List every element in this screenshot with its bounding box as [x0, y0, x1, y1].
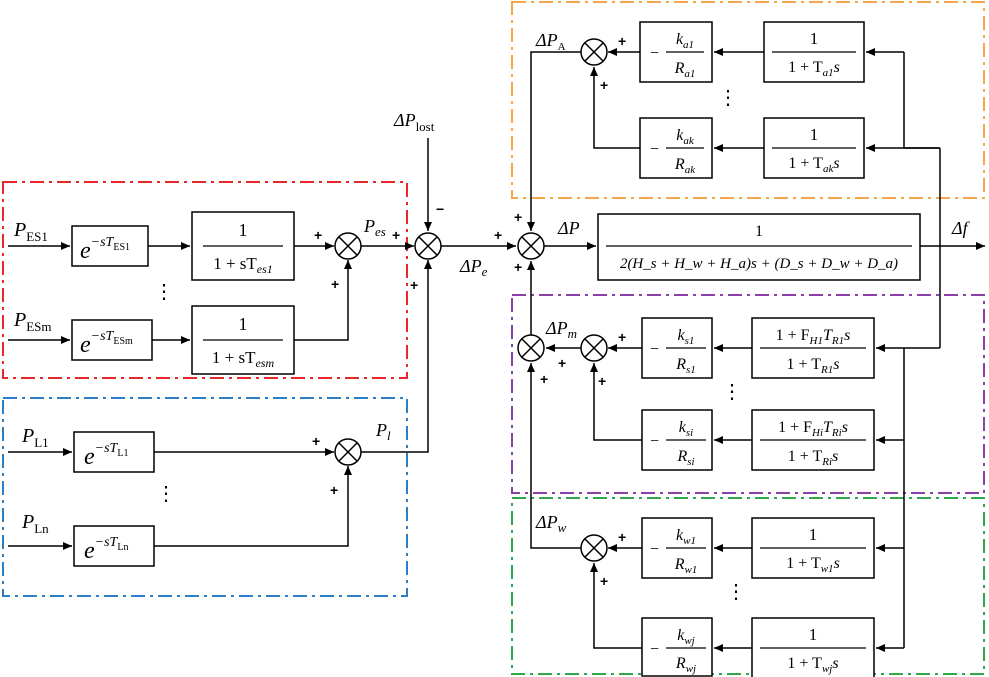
sign-area-right: + — [618, 33, 626, 49]
delay-ln-text: e−sTLn — [84, 535, 128, 564]
delay-block-ln — [73, 525, 155, 567]
delay-es1-text: e−sTES1 — [80, 235, 130, 264]
wire-area-bus — [903, 52, 940, 149]
tf-es1-num: 1 — [239, 220, 248, 240]
sign-gen-right: + — [558, 355, 566, 371]
area-tf1-den: 1 + Ta1s — [788, 59, 840, 79]
sign-main-left: + — [392, 227, 400, 243]
sign-es-top: + — [314, 227, 322, 243]
sign-total-left: + — [494, 227, 502, 243]
hydro-gaini-num: ksi — [679, 419, 693, 439]
delay-block-esm — [71, 319, 153, 361]
wire-tf-esm-out — [294, 260, 352, 341]
wind-gain1-neg: − — [650, 541, 659, 558]
load-group-frame — [2, 397, 408, 597]
area-gain1-neg: − — [650, 45, 659, 62]
sign-gen-bottom: + — [540, 371, 548, 387]
delay-l1-text: e−sTL1 — [84, 441, 128, 470]
area-tf1-num: 1 — [810, 29, 819, 48]
hydro-tf1-num: 1 + FH1TR1s — [776, 327, 851, 347]
plant-num: 1 — [755, 223, 763, 240]
tf-esm-den: 1 + sTesm — [212, 348, 275, 370]
area-tfk-den: 1 + Taks — [788, 155, 839, 175]
plant-block — [597, 213, 921, 281]
area-gaink-num: kak — [676, 127, 695, 147]
hydro-group-frame — [511, 294, 985, 494]
delay-block-es1 — [71, 225, 149, 267]
es-ellipsis: ⋮ — [154, 281, 174, 303]
wind-gainj-num: kwj — [677, 627, 695, 647]
wind-gainj-block — [641, 617, 713, 677]
wind-gain1-den: Rw1 — [674, 556, 698, 576]
sign-load-bottom: + — [330, 482, 338, 498]
signal-dp-lost-label: ΔPlost — [393, 110, 435, 134]
sign-wind-bottom: + — [600, 573, 608, 589]
sign-hydro-bottom: + — [598, 373, 606, 389]
delay-block-l1 — [73, 431, 155, 473]
hydro-gain1-num: ks1 — [678, 327, 695, 347]
sign-total-bottom: + — [514, 259, 522, 275]
sign-es-bottom: + — [331, 276, 339, 292]
signal-p-l-label: Pl — [375, 420, 391, 443]
area-tfk-num: 1 — [810, 125, 819, 144]
hydro-gaini-neg: − — [650, 433, 659, 450]
wind-gainj-neg: − — [650, 641, 659, 658]
hydro-tfi-den: 1 + TRis — [788, 448, 839, 468]
area-ellipsis: ⋮ — [718, 87, 738, 109]
wire-dp-w — [527, 363, 581, 549]
input-p-ln-label: PLn — [21, 511, 49, 536]
wind-tf1-den: 1 + Tw1s — [786, 555, 840, 575]
area-gaink-den: Rak — [674, 156, 696, 176]
area-group-frame — [511, 1, 985, 199]
tf-es1-den: 1 + sTes1 — [213, 254, 273, 276]
input-p-l1-label: PL1 — [21, 425, 49, 450]
hydro-tfi-num: 1 + FHiTRis — [778, 419, 848, 439]
sign-main-top: − — [436, 201, 444, 217]
hydro-ellipsis: ⋮ — [722, 381, 742, 403]
plant-den: 2(H_s + H_w + H_a)s + (D_s + D_w + D_a) — [620, 256, 898, 272]
wire-p-l — [361, 260, 432, 453]
sign-wind-right: + — [618, 529, 626, 545]
wire-dp-a — [527, 51, 581, 231]
energy-storage-group-frame — [2, 181, 408, 379]
signal-dp-m-label: ΔPm — [545, 318, 577, 341]
delay-esm-text: e−sTESm — [80, 329, 133, 358]
wind-gain1-num: kw1 — [676, 527, 696, 547]
input-p-es1-label: PES1 — [13, 219, 48, 244]
load-ellipsis: ⋮ — [156, 483, 176, 505]
signal-df-label: Δf — [951, 218, 971, 238]
sign-total-top: + — [514, 209, 522, 225]
hydro-gain1-den: Rs1 — [675, 356, 696, 376]
wind-gainj-den: Rwj — [675, 655, 696, 675]
signal-dp-e-label: ΔPe — [459, 256, 488, 279]
sign-load-top: + — [312, 433, 320, 449]
sign-hydro-right: + — [618, 329, 626, 345]
signal-p-es-label: Pes — [363, 216, 386, 239]
wind-group-frame — [511, 497, 985, 675]
wind-tfj-num: 1 — [809, 625, 818, 644]
hydro-tf1-den: 1 + TR1s — [787, 356, 840, 376]
signal-dp-a-label: ΔPA — [535, 30, 566, 53]
input-p-esm-label: PESm — [13, 309, 52, 334]
hydro-gaini-den: Rsi — [676, 448, 694, 468]
area-gain1-num: ka1 — [676, 31, 694, 51]
sign-main-bottom: + — [410, 277, 418, 293]
wind-tf1-num: 1 — [809, 525, 818, 544]
tf-esm-num: 1 — [239, 314, 248, 334]
area-gain1-den: Ra1 — [674, 60, 696, 80]
sign-area-bottom: + — [600, 77, 608, 93]
signal-dp-label: ΔP — [557, 218, 580, 238]
wind-tfj-den: 1 + Twjs — [787, 655, 838, 675]
area-gaink-neg: − — [650, 141, 659, 158]
hydro-gain1-neg: − — [650, 341, 659, 358]
wire-delay-ln-out — [154, 466, 352, 547]
wind-ellipsis: ⋮ — [726, 581, 746, 603]
signal-dp-w-label: ΔPw — [535, 512, 567, 535]
